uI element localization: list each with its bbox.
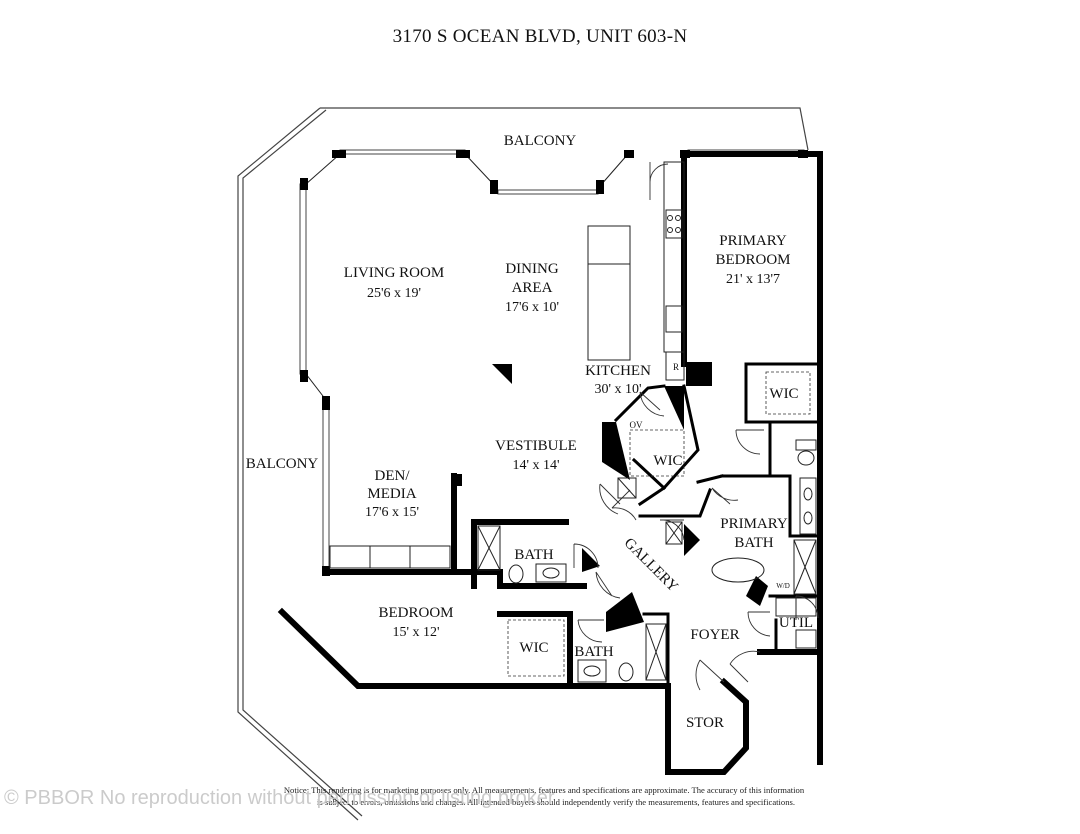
den-dim: 17'6 x 15' xyxy=(365,505,419,520)
bath-2-label: BATH xyxy=(574,644,613,660)
primary-bath-label-1: PRIMARY xyxy=(720,516,788,532)
den-label-1: DEN/ xyxy=(375,468,411,484)
util-label: UTIL xyxy=(779,615,813,631)
dining-dim: 17'6 x 10' xyxy=(505,300,559,315)
kitchen-fixtures xyxy=(587,161,685,381)
vestibule-label: VESTIBULE xyxy=(495,438,577,454)
room-labels: BALCONY BALCONY LIVING ROOM 25'6 x 19' D… xyxy=(246,133,813,731)
kitchen-label: KITCHEN xyxy=(585,363,651,379)
bedroom-dim: 15' x 12' xyxy=(392,625,439,640)
living-room-label: LIVING ROOM xyxy=(344,265,444,281)
exterior-walls xyxy=(277,151,823,775)
closet-and-bath-fixtures xyxy=(329,371,817,683)
living-room-dim: 25'6 x 19' xyxy=(367,286,421,301)
wall-posts xyxy=(300,150,808,632)
primary-bedroom-label-2: BEDROOM xyxy=(715,252,790,268)
wic-primary-label: WIC xyxy=(769,386,798,402)
primary-bedroom-label-1: PRIMARY xyxy=(719,233,787,249)
dining-label-1: DINING xyxy=(505,261,558,277)
plan-title: 3170 S OCEAN BLVD, UNIT 603-N xyxy=(393,26,688,47)
primary-bedroom-dim: 21' x 13'7 xyxy=(726,272,780,287)
bath-1-label: BATH xyxy=(514,547,553,563)
dining-label-2: AREA xyxy=(512,280,553,296)
den-label-2: MEDIA xyxy=(367,486,416,502)
wic-center-label: WIC xyxy=(653,453,682,469)
kitchen-dim: 30' x 10' xyxy=(594,382,641,397)
washer-dryer-label: W/D xyxy=(776,582,790,590)
notice-line-2: is subject to errors, omissions and chan… xyxy=(317,797,795,807)
primary-bath-label-2: BATH xyxy=(734,535,773,551)
interior-walls xyxy=(613,362,822,688)
foyer-label: FOYER xyxy=(690,627,739,643)
watermark: © PBBOR No reproduction without permissi… xyxy=(4,787,555,809)
wic-bedroom-label: WIC xyxy=(519,640,548,656)
stor-label: STOR xyxy=(686,715,724,731)
refrigerator-label: R xyxy=(673,362,679,372)
notice-line-1: Notice: This rendering is for marketing … xyxy=(284,785,805,795)
bedroom-label: BEDROOM xyxy=(378,605,453,621)
balcony-top-label: BALCONY xyxy=(504,133,577,149)
door-swings xyxy=(573,391,819,691)
balcony-outline xyxy=(237,107,809,821)
balcony-left-label: BALCONY xyxy=(246,456,319,472)
vestibule-dim: 14' x 14' xyxy=(512,458,559,473)
oven-label: OV xyxy=(630,420,643,430)
